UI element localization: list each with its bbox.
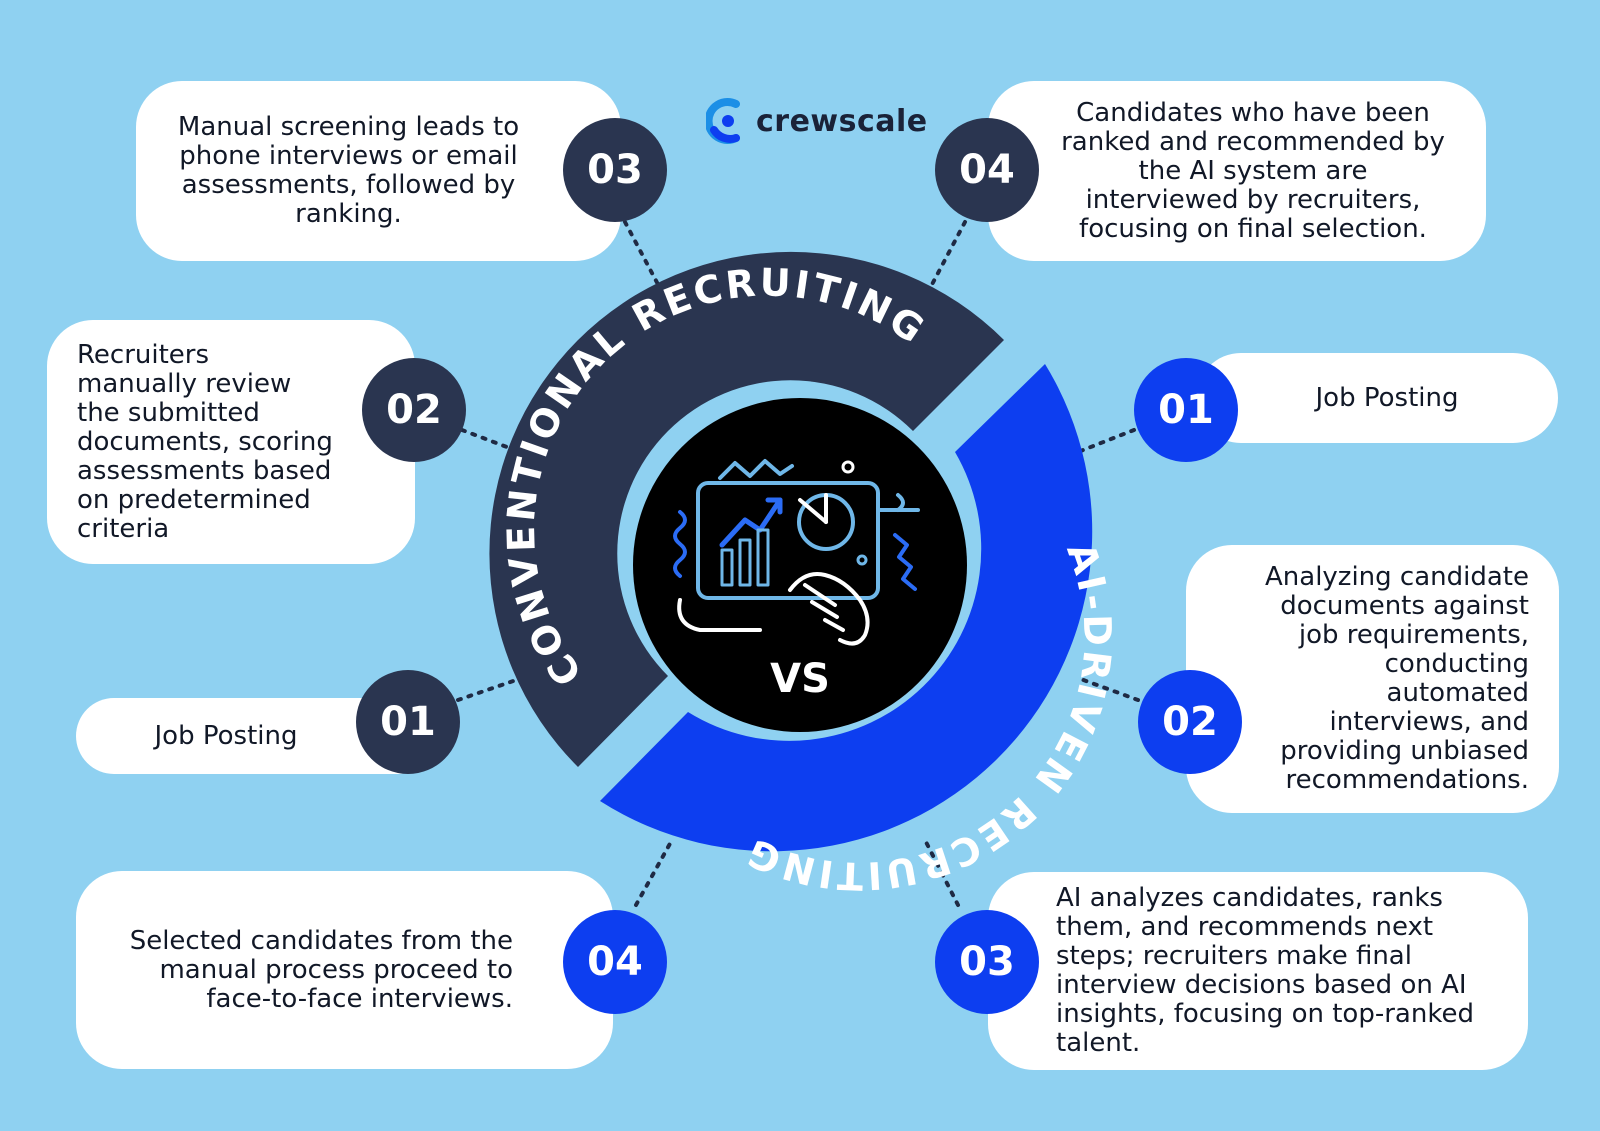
conv-badge-04: 04 [563,910,667,1014]
conventional-segment [489,251,1004,767]
ai-step-03-text: AI analyzes candidates, ranks them, and … [1056,883,1474,1058]
connector-conv-04 [634,838,674,907]
connector-ai-01 [1076,428,1136,454]
ai-card-01: Job Posting [1196,353,1558,443]
ai-badge-02: 02 [1138,670,1242,774]
ai-step-01-text: Job Posting [1315,382,1459,413]
ai-badge-01: 01 [1134,358,1238,462]
connector-conv-03 [623,220,664,294]
conv-step-04-text: Selected candidates from the manual proc… [129,925,513,1014]
conv-badge-02: 02 [362,358,466,462]
ai-badge-04: 04 [935,118,1039,222]
ai-badge-03: 03 [935,910,1039,1014]
conv-step-01-text: Job Posting [154,720,298,751]
conv-step-03-text: Manual screening leads to phone intervie… [177,112,520,229]
center-label: VS [770,656,830,702]
conv-card-02: Recruiters manually review the submitted… [47,320,415,564]
conv-card-04: Selected candidates from the manual proc… [76,871,613,1069]
conv-step-02-text: Recruiters manually review the submitted… [77,339,333,544]
brand-logo: crewscale [706,98,928,144]
connector-conv-01 [456,676,524,702]
ai-step-02-text: Analyzing candidate documents against jo… [1265,562,1529,795]
conv-badge-01: 01 [356,670,460,774]
connector-ai-03 [923,838,960,907]
connector-ai-04 [926,220,967,294]
connector-conv-02 [460,428,522,454]
connector-ai-02 [1076,676,1140,702]
crewscale-logo-icon [706,98,740,144]
ai-card-03: AI analyzes candidates, ranks them, and … [988,872,1528,1070]
connector-lines [456,220,1140,907]
ai-step-04-text: Candidates who have been ranked and reco… [1061,97,1445,244]
conv-badge-03: 03 [563,118,667,222]
analytics-dashboard-hand-icon [673,459,920,646]
ai-card-02: Analyzing candidate documents against jo… [1186,545,1559,813]
ai-card-04: Candidates who have been ranked and reco… [988,81,1486,261]
conv-card-03: Manual screening leads to phone intervie… [136,81,621,261]
ai-driven-segment [600,364,1093,852]
brand-name: crewscale [756,103,928,139]
